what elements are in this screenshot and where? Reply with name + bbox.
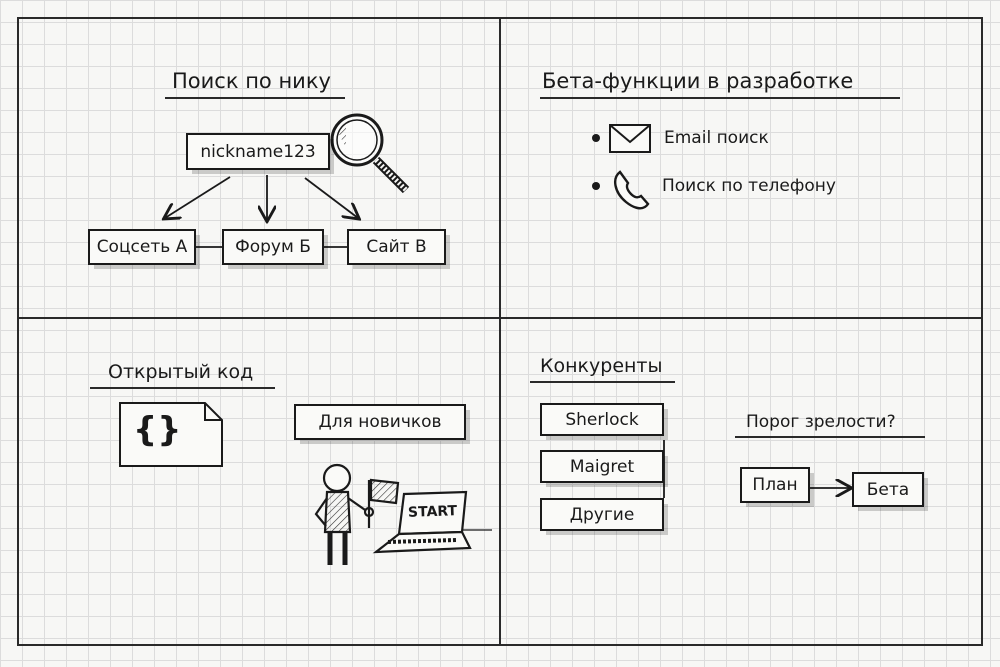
competitor-others: Другие [540, 498, 664, 531]
competitor-maigret: Maigret [540, 450, 664, 483]
competitors-title: Конкуренты [540, 355, 663, 377]
target-social-a: Соцсеть А [88, 229, 196, 265]
nick-search-title: Поиск по нику [172, 69, 331, 93]
search-arrows [165, 175, 358, 220]
open-source-title: Открытый код [108, 361, 254, 383]
maturity-question: Порог зрелости? [746, 412, 896, 432]
competitor-sherlock: Sherlock [540, 403, 664, 436]
target-site-v: Сайт В [347, 229, 446, 265]
stage-beta: Бета [852, 472, 924, 507]
beginners-label: Для новичков [294, 404, 466, 440]
magnifier-icon [330, 113, 410, 194]
stage-plan: План [740, 467, 810, 503]
beta-item-phone: Поиск по телефону [662, 176, 836, 196]
envelope-icon [609, 124, 651, 153]
laptop-start-text: START [407, 503, 458, 521]
target-forum-b: Форум Б [222, 229, 324, 265]
code-file-icon [119, 402, 223, 467]
beta-title: Бета-функции в разработке [542, 69, 854, 93]
person-figure-icon [314, 463, 400, 565]
nickname-query-box: nickname123 [186, 133, 330, 170]
laptop-icon [372, 490, 492, 554]
phone-icon [614, 170, 650, 210]
code-braces: {} [133, 410, 182, 450]
beta-item-email: Email поиск [664, 128, 769, 148]
